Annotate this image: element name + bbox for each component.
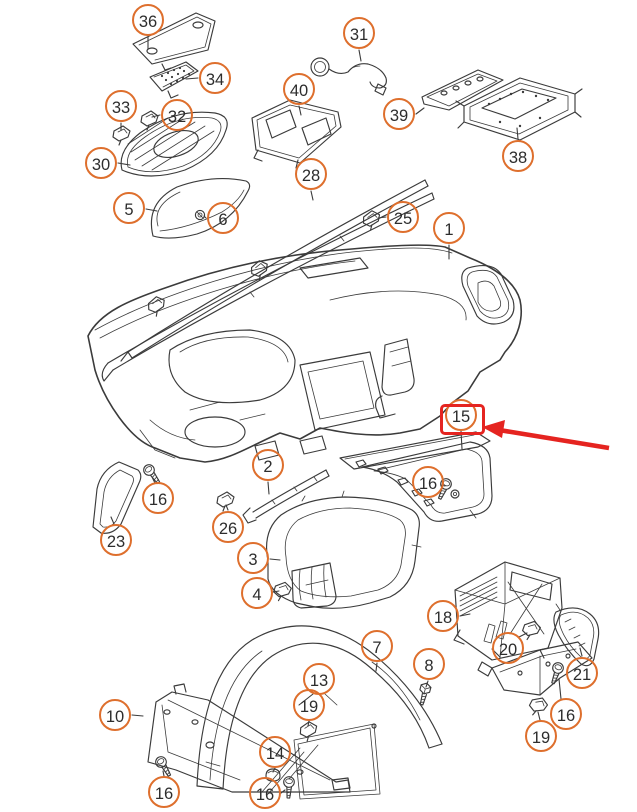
callout-30[interactable]: 30 (85, 147, 117, 179)
leader-line-2 (267, 481, 270, 495)
part-2-drawing (242, 469, 330, 524)
callout-33[interactable]: 33 (105, 90, 137, 122)
leader-line-19 (307, 720, 310, 727)
leader-line-40 (298, 105, 302, 116)
callout-8[interactable]: 8 (413, 648, 445, 680)
part-13-group-drawing (261, 693, 381, 800)
callout-39[interactable]: 39 (383, 98, 415, 130)
part-6-drawing (194, 209, 206, 221)
callout-16[interactable]: 16 (142, 482, 174, 514)
leader-line-10 (131, 714, 144, 717)
callout-3[interactable]: 3 (237, 542, 269, 574)
leader-line-3 (269, 558, 281, 561)
part-39-drawing (421, 69, 504, 111)
leader-line-28 (310, 190, 314, 201)
leader-line-16 (558, 678, 562, 700)
callout-14[interactable]: 14 (259, 736, 291, 768)
part-26-drawing (216, 491, 235, 512)
part-16e-screw-drawing (282, 775, 296, 799)
callout-34[interactable]: 34 (199, 62, 231, 94)
leader-lines (110, 36, 583, 794)
leader-line-7 (375, 662, 378, 672)
callout-16[interactable]: 16 (249, 777, 281, 809)
callout-21[interactable]: 21 (566, 657, 598, 689)
part-1-drawing (87, 244, 522, 463)
callout-28[interactable]: 28 (295, 158, 327, 190)
part-3-drawing (265, 490, 422, 609)
callout-26[interactable]: 26 (212, 511, 244, 543)
part-30-drawing (120, 111, 228, 177)
callout-19[interactable]: 19 (293, 689, 325, 721)
callout-10[interactable]: 10 (99, 699, 131, 731)
part-20-drawing (520, 619, 542, 642)
leader-line-8 (425, 680, 429, 688)
callout-7[interactable]: 7 (361, 630, 393, 662)
part-15-drawing (339, 431, 493, 522)
leader-line-19 (537, 711, 541, 721)
leader-line-16 (162, 770, 165, 777)
leader-line-30 (117, 162, 131, 166)
callout-5[interactable]: 5 (113, 192, 145, 224)
callout-16[interactable]: 16 (550, 698, 582, 730)
leader-line-21 (579, 647, 583, 657)
callout-6[interactable]: 6 (207, 202, 239, 234)
leader-line-5 (145, 208, 158, 212)
leader-line-38 (516, 127, 519, 140)
leader-line-31 (358, 49, 362, 62)
leader-line-39 (415, 107, 425, 115)
part-23-drawing (92, 461, 142, 534)
part-10-drawing (147, 683, 351, 793)
leader-line-6 (203, 215, 207, 219)
callout-32[interactable]: 32 (161, 99, 193, 131)
callout-18[interactable]: 18 (427, 600, 459, 632)
leader-line-23 (110, 516, 115, 525)
callout-38[interactable]: 38 (502, 140, 534, 172)
callout-40[interactable]: 40 (283, 73, 315, 105)
callout-31[interactable]: 31 (343, 17, 375, 49)
callout-19[interactable]: 19 (525, 720, 557, 752)
leader-line-14 (272, 767, 276, 773)
leader-line-16 (280, 789, 286, 794)
leader-line-25 (377, 216, 387, 219)
callout-16[interactable]: 16 (412, 466, 444, 498)
callout-4[interactable]: 4 (241, 577, 273, 609)
callout-1[interactable]: 1 (433, 212, 465, 244)
leader-line-26 (225, 504, 229, 511)
callout-36[interactable]: 36 (132, 4, 164, 36)
highlight-arrow (482, 420, 610, 451)
part-38-drawing (455, 77, 583, 141)
leader-line-34 (185, 77, 199, 80)
leader-line-18 (459, 613, 471, 617)
callout-16[interactable]: 16 (148, 776, 180, 808)
part-34-drawing (149, 61, 199, 99)
callout-15[interactable]: 15 (440, 399, 485, 435)
callout-20[interactable]: 20 (492, 632, 524, 664)
callout-23[interactable]: 23 (100, 524, 132, 556)
leader-line-4 (272, 590, 280, 593)
leader-line-32 (151, 114, 161, 118)
callout-25[interactable]: 25 (387, 201, 419, 233)
part-31-drawing (310, 57, 387, 96)
leader-line-20 (518, 632, 528, 638)
callout-2[interactable]: 2 (252, 449, 284, 481)
part-40-drawing (251, 99, 342, 169)
part-19a-drawing (526, 694, 550, 719)
